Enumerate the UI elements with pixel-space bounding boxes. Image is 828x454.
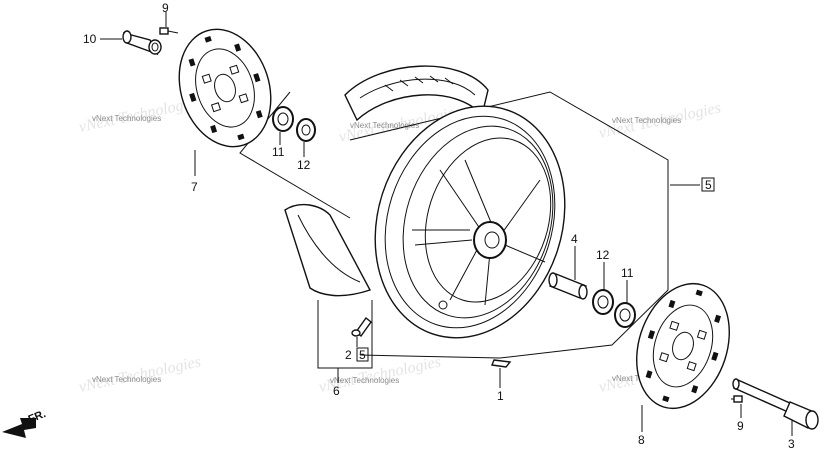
- balance-weight: [491, 359, 512, 388]
- valve-stem: [351, 316, 372, 347]
- callout-2: 2: [345, 348, 352, 362]
- callout-9-top: 9: [162, 1, 169, 15]
- disc-holes-left: [188, 36, 263, 141]
- callout-labels: 10 9 7 11 12 5 4 12 11 2 5 6 1 8 9 3: [83, 1, 795, 451]
- callout-10: 10: [83, 32, 97, 46]
- callout-8: 8: [638, 433, 645, 447]
- callout-4: 4: [571, 232, 578, 246]
- axle-sleeve-top: [100, 30, 162, 56]
- fr-label: FR.: [27, 408, 48, 426]
- callout-5-box-right: [701, 177, 715, 192]
- callout-3: 3: [788, 437, 795, 451]
- callout-12-lower: 12: [596, 248, 610, 262]
- bolt-bottom: [731, 395, 743, 418]
- tire-lower: [284, 203, 372, 297]
- callout-9-bottom: 9: [737, 419, 744, 433]
- callout-5-bottom: 5: [359, 348, 366, 362]
- spacer-4: [548, 246, 588, 300]
- callout-12-upper: 12: [297, 158, 311, 172]
- watermark-1: vNext Technologies: [92, 114, 161, 123]
- callout-5-right: 5: [705, 178, 712, 192]
- disc-holes-right: [645, 289, 722, 403]
- watermark-3: vNext Technologies: [612, 116, 681, 125]
- callout-11-lower: 11: [621, 266, 634, 280]
- wheel-spokes: [412, 159, 546, 306]
- watermark-4: vNext Technologies: [92, 375, 161, 384]
- callout-7: 7: [191, 180, 198, 194]
- callout-1: 1: [497, 389, 504, 403]
- bearing-11-lower: [614, 280, 636, 328]
- tire-upper: [344, 65, 489, 122]
- callout-6: 6: [333, 384, 340, 398]
- wheel-hub: [473, 221, 507, 259]
- brake-disc-right: [636, 282, 730, 410]
- bolt-top: [159, 12, 179, 35]
- front-direction-arrow: FR.: [2, 408, 48, 438]
- watermark-5: vNext Technologies: [330, 376, 399, 385]
- bearing-12-upper: [296, 118, 316, 157]
- assembly-outline: [239, 91, 700, 369]
- front-wheel: [374, 105, 566, 339]
- callout-5-box-bottom: [356, 347, 369, 362]
- front-axle: [732, 378, 819, 436]
- bearing-12-lower: [592, 262, 614, 315]
- bearing-11-upper: [272, 106, 294, 145]
- watermark-2: vNext Technologies: [350, 121, 419, 130]
- brake-disc-left: [178, 28, 272, 148]
- callout-11-upper: 11: [272, 145, 285, 159]
